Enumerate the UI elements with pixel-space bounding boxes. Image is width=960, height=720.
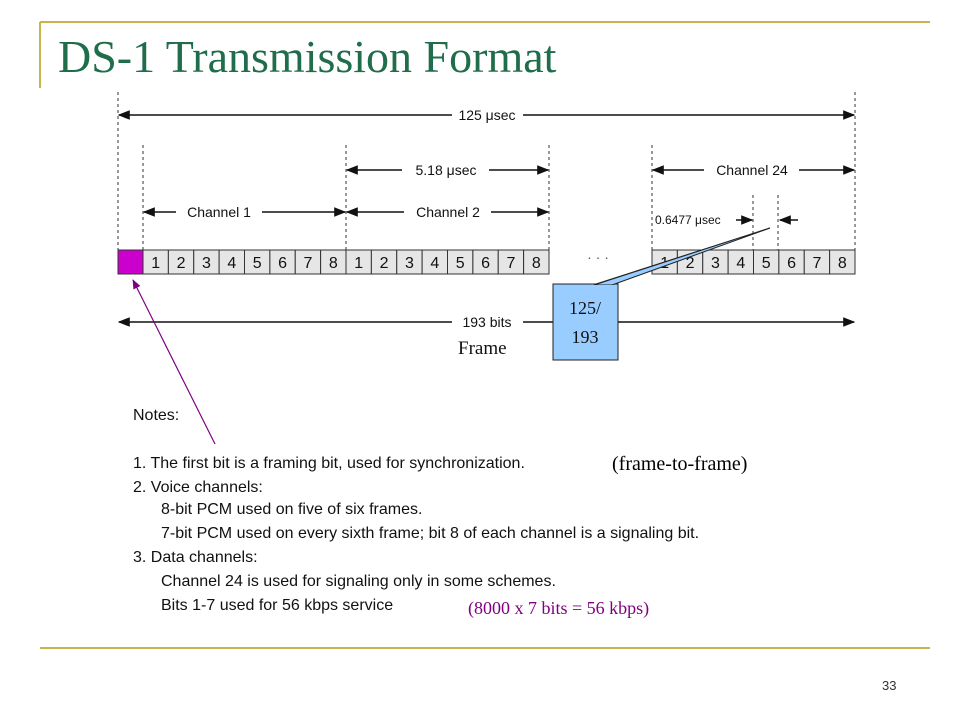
- channel-24-bit-box: [727, 249, 754, 275]
- channel-1-bit-number: 4: [227, 255, 236, 272]
- channel-1-bit-number: 8: [329, 255, 338, 272]
- slide-title: DS-1 Transmission Format: [58, 31, 557, 82]
- channel-2-bit-number: 2: [380, 255, 389, 272]
- note-2: 2. Voice channels:: [133, 479, 263, 496]
- channel-2-bit-number: 8: [532, 255, 541, 272]
- channel-24-bit-box: [753, 249, 780, 275]
- channel-2-bit-box: [421, 249, 448, 275]
- channel-2-label: Channel 2: [416, 204, 480, 220]
- channel-2-bit-box: [523, 249, 550, 275]
- channel-1-bit-number: 6: [278, 255, 287, 272]
- channel-2-bit-number: 3: [405, 255, 414, 272]
- channel-1-bit-box: [142, 249, 169, 275]
- ellipsis: · · ·: [587, 249, 609, 265]
- note-3b: Bits 1-7 used for 56 kbps service: [161, 597, 394, 614]
- channel-24-bit-number: 4: [736, 255, 745, 272]
- page-number: 33: [882, 678, 897, 693]
- channel-1-bit-box: [218, 249, 245, 275]
- channel-1-bit-box: [320, 249, 347, 275]
- bit-row: 123456781234567812345678: [117, 249, 856, 275]
- channel-1-bit-box: [244, 249, 271, 275]
- note-3: 3. Data channels:: [133, 549, 258, 566]
- channel-2-bit-box: [472, 249, 499, 275]
- channel-1-bit-box: [294, 249, 322, 275]
- channel-1-bit-number: 2: [177, 255, 186, 272]
- channel-1-bit-box: [193, 249, 220, 275]
- note-1: 1. The first bit is a framing bit, used …: [133, 455, 525, 472]
- frame-duration-label: 125 μsec: [458, 107, 515, 123]
- note-2b: 7-bit PCM used on every sixth frame; bit…: [161, 525, 700, 542]
- note-3b-addition: (8000 x 7 bits = 56 kbps): [468, 598, 650, 618]
- bit-duration-label: 0.6477 μsec: [655, 213, 721, 227]
- channel-24-bit-box: [803, 249, 831, 275]
- channel-24-bit-box: [778, 249, 805, 275]
- channel-24-bit-number: 6: [787, 255, 796, 272]
- note-1-addition: (frame-to-frame): [612, 453, 748, 476]
- channel-24-bit-number: 2: [686, 255, 695, 272]
- channel-1-bit-number: 5: [253, 255, 262, 272]
- channel-2-bit-box: [396, 249, 423, 275]
- channel-1-bit-number: 1: [151, 255, 160, 272]
- channel-2-bit-box: [497, 249, 525, 275]
- channel-2-bit-number: 6: [481, 255, 490, 272]
- framing-bit-pointer-arrow: [132, 279, 216, 445]
- channel-2-bit-number: 4: [430, 255, 439, 272]
- frame-label: Frame: [458, 338, 507, 359]
- channel-1-label: Channel 1: [187, 204, 251, 220]
- channel-1-bit-box: [269, 249, 296, 275]
- notes-heading: Notes:: [133, 407, 180, 424]
- channel-2-bit-number: 5: [456, 255, 465, 272]
- callout-line2: 193: [572, 327, 599, 347]
- channel-2-bit-number: 7: [506, 255, 515, 272]
- channel-1-bit-number: 7: [303, 255, 312, 272]
- channel-2-bit-number: 1: [354, 255, 363, 272]
- note-3a: Channel 24 is used for signaling only in…: [161, 573, 556, 590]
- channel-duration-label: 5.18 μsec: [416, 162, 477, 178]
- channel-24-bit-number: 7: [812, 255, 821, 272]
- channel-24-bit-number: 5: [762, 255, 771, 272]
- frame-bits-label: 193 bits: [462, 314, 511, 330]
- channel-24-bit-number: 8: [838, 255, 847, 272]
- channel-1-bit-box: [167, 249, 195, 275]
- channel-24-bit-box: [829, 249, 856, 275]
- channel-24-bit-number: 3: [711, 255, 720, 272]
- framing-bit: [117, 249, 144, 275]
- callout-line1: 125/: [569, 298, 601, 318]
- channel-1-bit-number: 3: [202, 255, 211, 272]
- channel-2-bit-box: [447, 249, 474, 275]
- channel-24-label: Channel 24: [716, 162, 788, 178]
- note-2a: 8-bit PCM used on five of six frames.: [161, 501, 423, 518]
